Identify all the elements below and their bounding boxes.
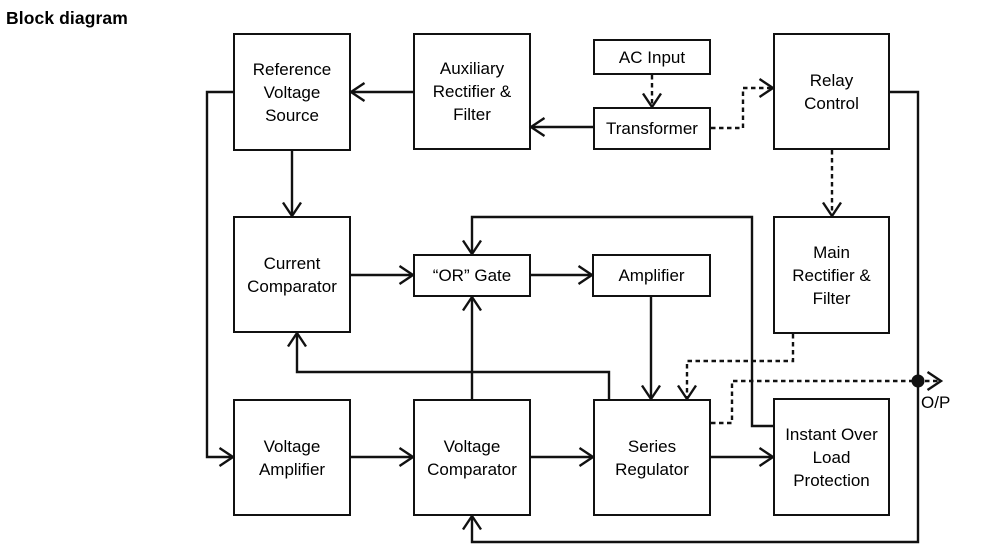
node-transformer: Transformer [593,107,711,150]
edge-auxiliary-to-reference [348,82,413,102]
node-amplifier: Amplifier [592,254,711,297]
node-label: Voltage Comparator [427,436,517,479]
arrowhead [218,447,236,467]
node-ac-input: AC Input [593,39,711,75]
output-terminal-label: O/P [921,393,951,412]
arrowhead [677,384,697,402]
output-junction-dot [911,374,925,388]
node-label: Main Rectifier & Filter [792,242,871,308]
arrowhead [822,201,842,219]
arrowhead [758,78,776,98]
node-main-rectifier-filter: Main Rectifier & Filter [773,216,890,334]
node-label: Amplifier [618,266,685,285]
edge-voltage-comparator-to-or-gate [462,294,482,399]
node-label: Instant Over Load Protection [785,424,878,490]
edge-series-regulator-to-current-comparator [287,330,611,399]
edge-transformer-to-auxiliary [528,117,593,137]
node-or-gate: “OR” Gate [413,254,531,297]
edge-amplifier-to-series-regulator [641,297,661,402]
arrowhead [926,371,944,391]
arrowhead [758,447,776,467]
arrowhead [462,294,482,312]
edge-overload-protection-to-or-gate [462,215,773,428]
arrowhead [348,82,366,102]
page-title: Block diagram [6,8,128,28]
node-label: “OR” Gate [432,266,512,285]
edge-or-gate-to-amplifier [531,265,595,285]
arrowhead [577,265,595,285]
node-reference-voltage-source: Reference Voltage Source [233,33,351,151]
arrowhead [398,265,416,285]
node-series-regulator: Series Regulator [593,399,711,516]
node-label: Auxiliary Rectifier & Filter [432,59,512,124]
node-label: Current Comparator [247,253,337,296]
arrowhead [282,201,302,219]
arrowhead [642,92,662,110]
node-auxiliary-rectifier-filter: Auxiliary Rectifier & Filter [413,33,531,150]
node-relay-control: Relay Control [773,33,890,150]
edge-ac-input-to-transformer [642,75,662,110]
node-label: Series Regulator [615,436,689,479]
arrowhead [462,513,482,531]
node-current-comparator: Current Comparator [233,216,351,333]
node-instant-over-load-protection: Instant Over Load Protection [773,398,890,516]
arrowhead [528,117,546,137]
edge-reference-to-current-comparator [282,151,302,219]
node-voltage-comparator: Voltage Comparator [413,399,531,516]
edge-main-rectifier-to-series-regulator [677,334,795,402]
node-label: Reference Voltage Source [252,59,332,125]
node-label: Relay Control [804,70,859,113]
node-label: AC Input [618,47,686,67]
edge-reference-to-voltage-amplifier [205,90,236,467]
arrowhead [578,447,596,467]
edge-transformer-to-relay-control [711,78,776,130]
node-voltage-amplifier: Voltage Amplifier [233,399,351,516]
arrowhead [287,330,307,348]
edge-output-terminal-arrow [925,371,944,391]
arrowhead [641,384,661,402]
node-label: Voltage Amplifier [258,436,326,479]
edge-voltage-amplifier-to-voltage-comparator [351,447,416,467]
edge-series-regulator-to-overload-protection [711,447,776,467]
node-label: Transformer [606,119,698,138]
edge-relay-control-to-main-rectifier [822,150,842,219]
arrowhead [398,447,416,467]
edge-voltage-comparator-to-series-regulator [531,447,596,467]
arrowhead [462,239,482,257]
edge-current-comparator-to-or-gate [351,265,416,285]
